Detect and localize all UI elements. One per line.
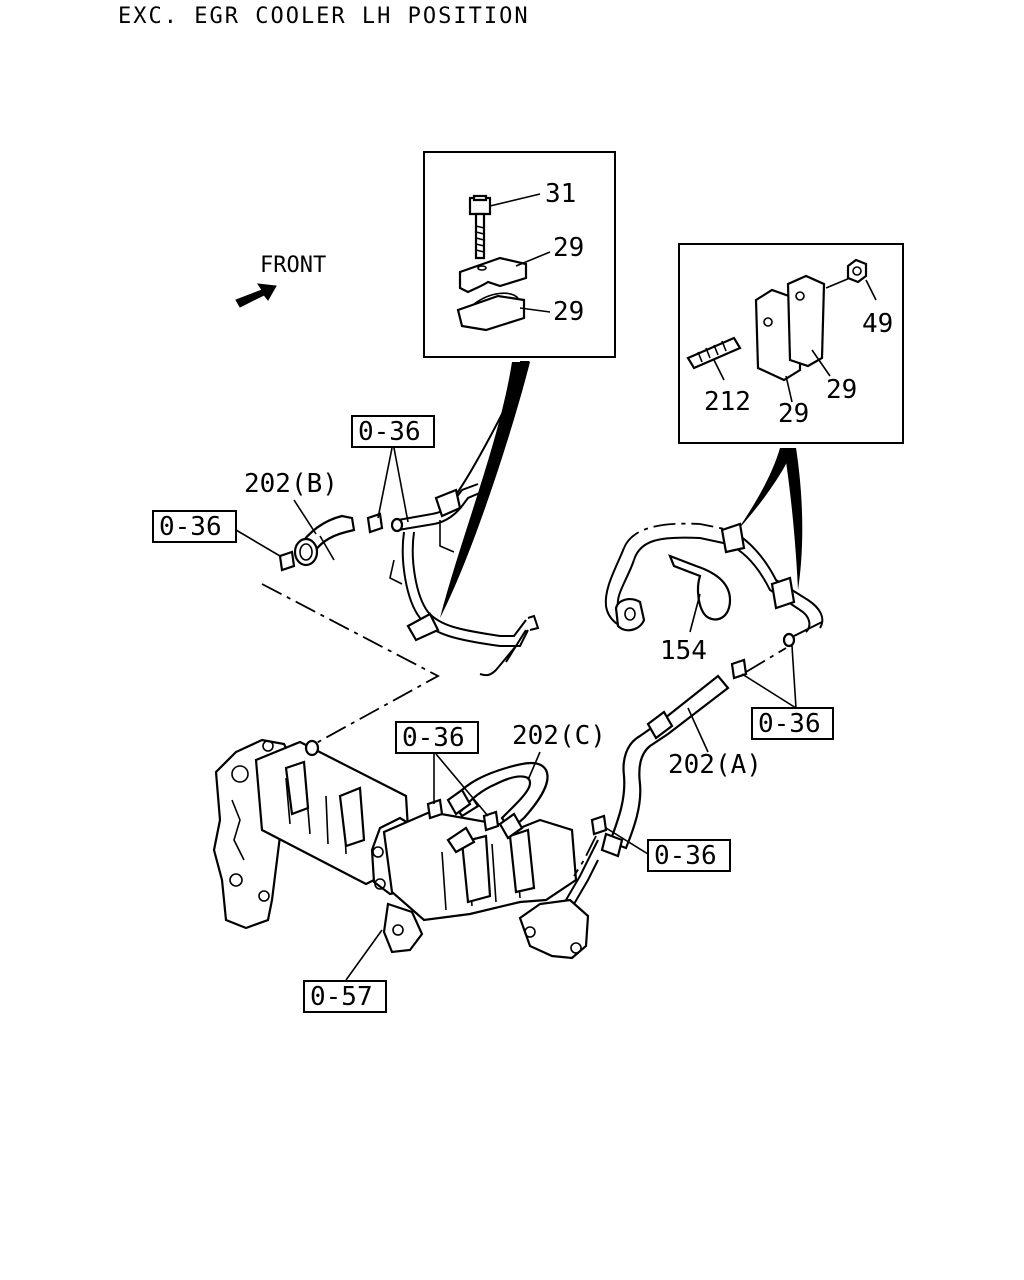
label-clamp-29-a: 29 — [778, 399, 809, 429]
hose-202a — [600, 647, 787, 858]
label-hose-202b: 202(B) — [244, 469, 338, 499]
front-indicator: FRONT — [235, 253, 326, 308]
clamp-lower-icon — [456, 292, 526, 332]
diagram-title: EXC. EGR COOLER LH POSITION — [118, 4, 530, 29]
ref-label-5: 0-36 — [654, 841, 717, 871]
centerline-a — [573, 835, 597, 877]
label-bolt-31: 31 — [545, 179, 576, 209]
stud-icon — [686, 336, 742, 370]
label-band-154: 154 — [660, 636, 707, 666]
ref-label-1: 0-36 — [358, 417, 421, 447]
hose-202c — [426, 761, 608, 840]
centerline-b — [261, 583, 440, 753]
ref-box-4 — [395, 721, 479, 754]
band-icon — [668, 554, 732, 633]
detail-frame-top — [423, 151, 616, 358]
clamp-upper-icon — [458, 256, 528, 294]
label-clamp-29-lower: 29 — [553, 297, 584, 327]
label-hose-202a: 202(A) — [668, 750, 762, 780]
hose-202b — [293, 514, 356, 567]
egr-cooler-icon — [212, 738, 599, 960]
label-clamp-29-b: 29 — [826, 375, 857, 405]
detail-box-stud-clamp: 49 212 29 29 — [678, 243, 904, 444]
front-label: FRONT — [260, 253, 326, 278]
ref-box-5 — [647, 839, 731, 872]
detail-box-bolt-clamp: 31 29 29 — [423, 151, 616, 358]
label-clamp-29-upper: 29 — [553, 233, 584, 263]
label-nut-49: 49 — [862, 309, 893, 339]
label-stud-212: 212 — [704, 387, 751, 417]
nut-icon — [846, 258, 868, 284]
ref-label-3: 0-36 — [758, 709, 821, 739]
ref-box-3 — [751, 707, 834, 740]
front-arrow-icon — [235, 283, 277, 308]
callout-wedge-top — [440, 362, 530, 618]
ref-box-6 — [303, 980, 387, 1013]
ref-label-6: 0-57 — [310, 982, 373, 1012]
ref-box-2 — [152, 510, 237, 543]
ref-box-1 — [351, 415, 435, 448]
ref-label-4: 0-36 — [402, 723, 465, 753]
bolt-icon — [468, 194, 492, 260]
pipe-upper-left — [389, 483, 540, 677]
callout-wedge-right — [736, 448, 794, 532]
label-hose-202c: 202(C) — [512, 721, 606, 751]
pipe-upper-right — [604, 522, 824, 648]
clamp-block-icon — [754, 274, 826, 382]
hose-clip-icon — [278, 512, 384, 572]
ref-label-2: 0-36 — [159, 512, 222, 542]
